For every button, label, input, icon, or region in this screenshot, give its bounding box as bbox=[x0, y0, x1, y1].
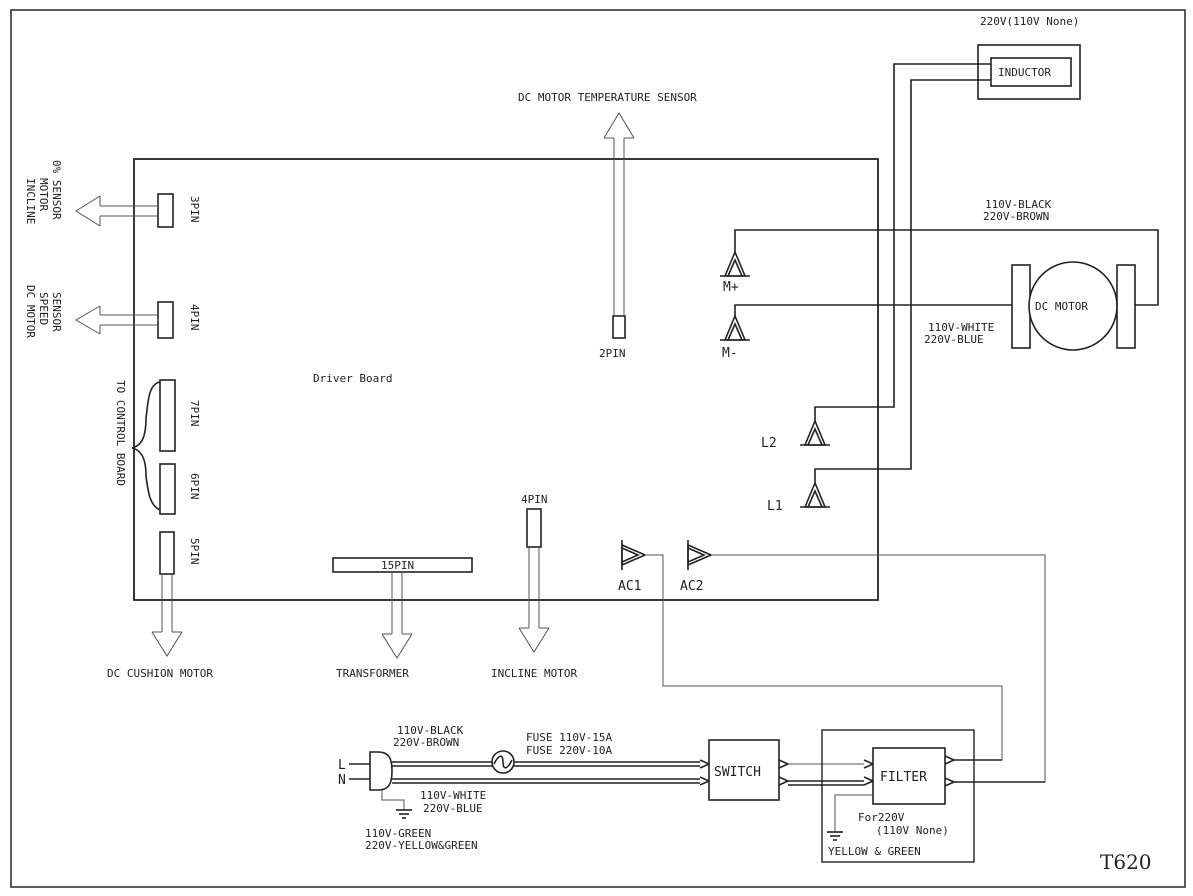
wire-m-minus-motor bbox=[734, 304, 1012, 316]
switch-label: SWITCH bbox=[714, 765, 761, 780]
connector-2pin-label: 2PIN bbox=[599, 347, 626, 360]
connector-7pin bbox=[159, 379, 176, 452]
inductor-note: 220V(110V None) bbox=[980, 15, 1079, 28]
connector-6pin-label: 6PIN bbox=[188, 473, 201, 500]
terminal-ac1-label: AC1 bbox=[618, 579, 641, 594]
fuse-label-1: FUSE 110V-15A bbox=[526, 731, 612, 744]
svg-text:MOTOR: MOTOR bbox=[37, 178, 50, 211]
terminal-l1-label: L1 bbox=[767, 499, 783, 514]
filter-ground-symbol bbox=[827, 794, 873, 841]
fuse-label-2: FUSE 220V-10A bbox=[526, 744, 612, 757]
power-plug bbox=[349, 751, 393, 791]
motor-wire-top-label-1: 110V-BLACK bbox=[985, 198, 1052, 211]
temp-sensor-label: DC MOTOR TEMPERATURE SENSOR bbox=[518, 91, 697, 104]
connector-5pin bbox=[151, 531, 183, 657]
power-wire-top-label-1: 110V-BLACK bbox=[397, 724, 464, 737]
incline-sensor-label: INCLINE MOTOR 0% SENSOR bbox=[24, 160, 63, 224]
filter-output-top bbox=[944, 755, 956, 765]
connector-6pin bbox=[159, 463, 176, 515]
connector-4pin-incline-label: 4PIN bbox=[521, 493, 548, 506]
plug-l-label: L bbox=[338, 758, 346, 773]
plug-n-label: N bbox=[338, 773, 346, 788]
terminal-m-minus-label: M- bbox=[722, 346, 738, 361]
connector-5pin-label: 5PIN bbox=[188, 538, 201, 565]
power-wire-top-label-2: 220V-BROWN bbox=[393, 736, 459, 749]
svg-text:DC MOTOR: DC MOTOR bbox=[24, 285, 37, 338]
connector-7pin-label: 7PIN bbox=[188, 400, 201, 427]
filter-note-2: (110V None) bbox=[876, 824, 949, 837]
filter-ground-label: YELLOW & GREEN bbox=[828, 845, 921, 858]
connector-4pin-incline bbox=[518, 508, 550, 653]
driver-board-label: Driver Board bbox=[313, 372, 392, 385]
cushion-motor-label: DC CUSHION MOTOR bbox=[107, 667, 213, 680]
ground-wire-label-2: 220V-YELLOW&GREEN bbox=[365, 839, 478, 852]
control-board-brace bbox=[131, 381, 161, 511]
dc-motor-left-cap bbox=[1011, 264, 1031, 349]
filter-output-bottom bbox=[944, 777, 956, 787]
connector-4pin-speed-label: 4PIN bbox=[188, 304, 201, 331]
driver-board bbox=[133, 158, 879, 601]
terminal-ac1 bbox=[621, 540, 648, 570]
power-wire-bottom-label-2: 220V-BLUE bbox=[423, 802, 483, 815]
wire-l2-inductor bbox=[814, 63, 991, 421]
outer-frame bbox=[10, 9, 1186, 888]
terminal-m-minus bbox=[720, 313, 750, 341]
connector-4pin-speed bbox=[75, 301, 174, 339]
incline-motor-label: INCLINE MOTOR bbox=[491, 667, 577, 680]
filter-box bbox=[872, 747, 946, 805]
filter-enclosure bbox=[821, 729, 975, 863]
control-board-label: TO CONTROL BOARD bbox=[114, 380, 127, 486]
dc-motor-body bbox=[1028, 261, 1118, 351]
power-ground-symbol bbox=[381, 790, 412, 819]
terminal-ac2-label: AC2 bbox=[680, 579, 703, 594]
svg-text:SPEED: SPEED bbox=[37, 292, 50, 325]
connector-15pin bbox=[332, 557, 473, 659]
speed-sensor-label: DC MOTOR SPEED SENSOR bbox=[24, 285, 63, 338]
connector-2pin-temp bbox=[603, 112, 635, 339]
switch-input-top bbox=[699, 759, 711, 769]
terminal-l2-label: L2 bbox=[761, 436, 777, 451]
transformer-label: TRANSFORMER bbox=[336, 667, 409, 680]
terminal-ac2 bbox=[687, 540, 714, 570]
terminal-m-plus bbox=[720, 249, 750, 277]
filter-label: FILTER bbox=[880, 770, 927, 785]
connector-3pin-label: 3PIN bbox=[188, 196, 201, 223]
motor-wire-top-label-2: 220V-BROWN bbox=[983, 210, 1049, 223]
switch-output-bottom bbox=[778, 776, 790, 786]
switch-box bbox=[708, 739, 780, 801]
terminal-m-plus-label: M+ bbox=[723, 280, 739, 295]
svg-text:SENSOR: SENSOR bbox=[50, 292, 63, 332]
fuse-symbol-wave bbox=[493, 755, 513, 769]
switch-output-top bbox=[778, 759, 790, 769]
filter-note-1: For220V bbox=[858, 811, 905, 824]
wire-l1-inductor bbox=[814, 79, 991, 483]
ground-wire-label-1: 110V-GREEN bbox=[365, 827, 431, 840]
connector-15pin-label: 15PIN bbox=[381, 559, 414, 572]
dc-motor-label: DC MOTOR bbox=[1035, 300, 1088, 313]
filter-input-bottom bbox=[863, 776, 875, 786]
motor-wire-bottom-label-2: 220V-BLUE bbox=[924, 333, 984, 346]
terminal-l1 bbox=[800, 480, 830, 508]
model-tag: T620 bbox=[1100, 850, 1152, 874]
terminal-l2 bbox=[800, 418, 830, 446]
dc-motor-right-cap bbox=[1116, 264, 1136, 349]
switch-input-bottom bbox=[699, 776, 711, 786]
wire-m-plus-motor bbox=[734, 229, 1159, 306]
inductor-inner bbox=[990, 57, 1072, 87]
filter-input-top bbox=[863, 759, 875, 769]
connector-3pin bbox=[75, 193, 174, 228]
power-wire-bottom-label-1: 110V-WHITE bbox=[420, 789, 486, 802]
svg-text:INCLINE: INCLINE bbox=[24, 178, 37, 224]
svg-text:0% SENSOR: 0% SENSOR bbox=[50, 160, 63, 220]
motor-wire-bottom-label-1: 110V-WHITE bbox=[928, 321, 994, 334]
inductor-label: INDUCTOR bbox=[998, 66, 1051, 79]
